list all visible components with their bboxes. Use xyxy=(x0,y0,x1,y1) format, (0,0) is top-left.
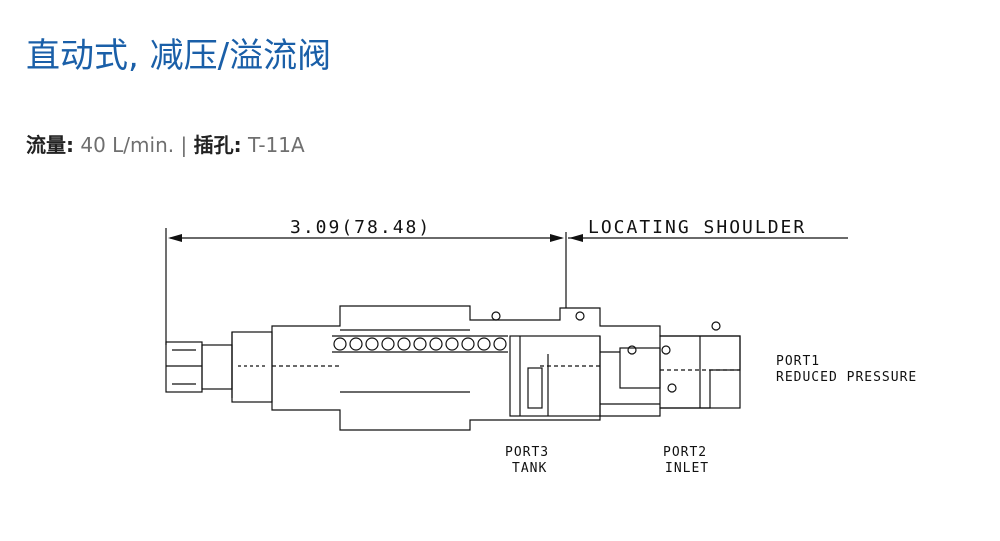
adjuster-stem xyxy=(201,344,233,390)
seal-3 xyxy=(627,345,637,355)
port2-label: PORT2 xyxy=(663,445,707,460)
seal-2 xyxy=(575,311,585,321)
port2-holes xyxy=(619,347,661,389)
spring-coils xyxy=(332,335,508,353)
dimension-arrow-right xyxy=(550,234,564,242)
cavity-value: T-11A xyxy=(247,133,305,157)
port2-desc: INLET xyxy=(665,461,709,476)
spec-line: 流量: 40 L/min. | 插孔: T-11A xyxy=(26,129,305,158)
port1-desc: REDUCED PRESSURE xyxy=(776,370,917,385)
locknut xyxy=(231,331,273,403)
seal-6 xyxy=(711,321,721,331)
cage-sleeve xyxy=(509,335,601,417)
spring-housing xyxy=(271,305,741,431)
page-title: 直动式, 减压/溢流阀 xyxy=(26,36,332,76)
seal-5 xyxy=(667,383,677,393)
port3-desc: TANK xyxy=(512,461,547,476)
port3-holes xyxy=(527,367,543,409)
flow-value: 40 L/min. xyxy=(80,133,175,157)
seal-1 xyxy=(491,311,501,321)
spec-separator: | xyxy=(180,133,188,157)
cavity-label: 插孔: xyxy=(193,133,242,157)
dimension-label: 3.09(78.48) xyxy=(290,217,431,238)
seal-4 xyxy=(661,345,671,355)
leader-arrow xyxy=(569,234,583,242)
flow-label: 流量: xyxy=(26,133,74,157)
dimension-arrow-left xyxy=(168,234,182,242)
locating-shoulder-label: LOCATING SHOULDER xyxy=(588,217,806,238)
port3-label: PORT3 xyxy=(505,445,549,460)
port1-label: PORT1 xyxy=(776,354,820,369)
